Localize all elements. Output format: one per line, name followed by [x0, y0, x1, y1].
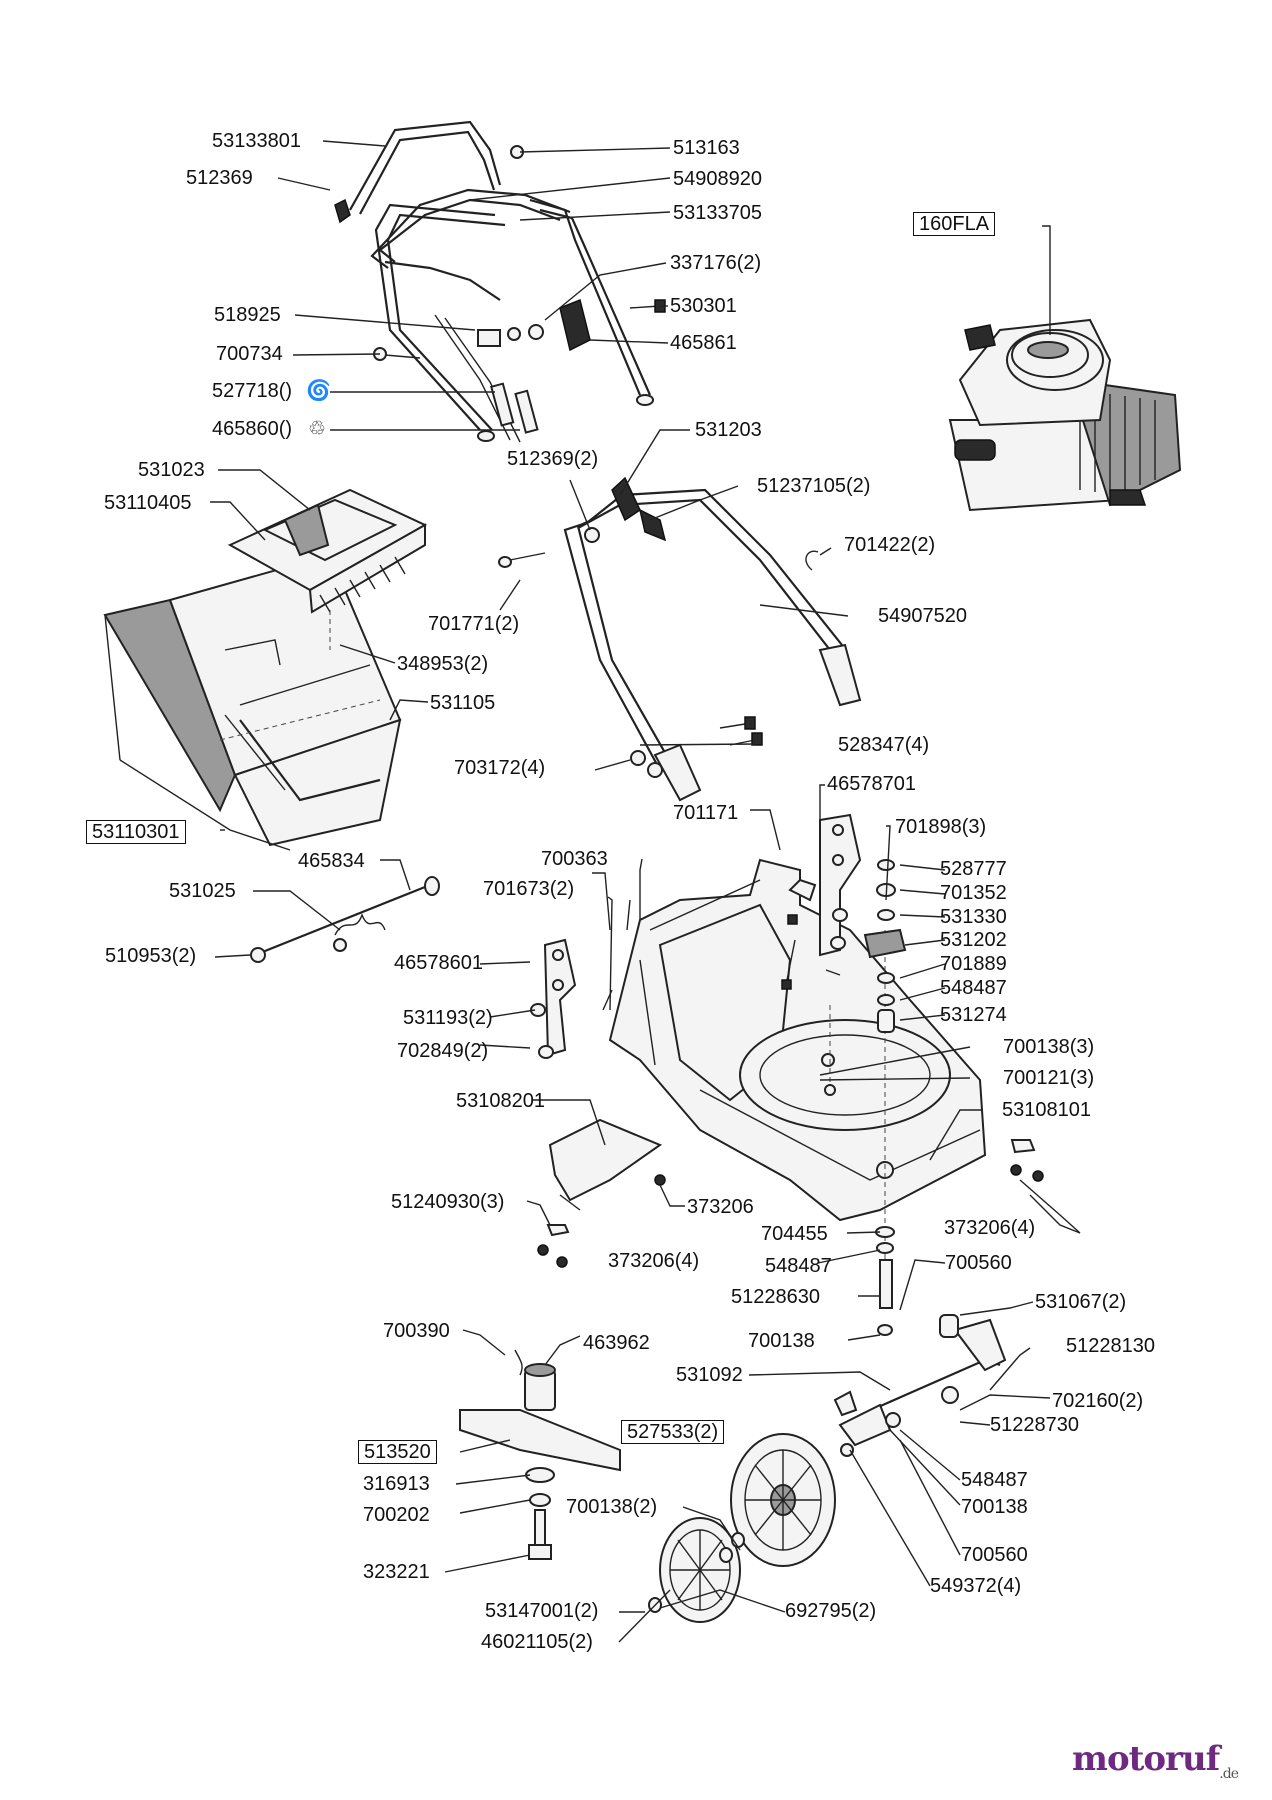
part-label: 528347(4): [838, 734, 930, 756]
part-label: 531193(2): [403, 1007, 493, 1029]
part-label: 700390: [383, 1320, 450, 1342]
part-label: 51237105(2): [757, 475, 871, 497]
part-label: 701889: [940, 953, 1007, 975]
part-label: 53110405: [104, 492, 192, 514]
part-label: 548487: [765, 1255, 832, 1277]
part-label: 531025: [169, 880, 236, 902]
part-label: 700560: [945, 1252, 1012, 1274]
engine-model-label: 160FLA: [913, 212, 996, 236]
part-label: 316913: [363, 1473, 430, 1495]
blade-assembly: [459, 1226, 895, 1560]
part-label: 531274: [940, 1004, 1007, 1026]
mower-deck: [608, 858, 987, 1270]
part-label: 528777: [940, 858, 1007, 880]
part-label: 531203: [695, 419, 762, 441]
part-label: 51228630: [731, 1286, 820, 1308]
part-label: 701422(2): [844, 534, 936, 556]
part-label: 702849(2): [397, 1040, 489, 1062]
part-label: 512369(2): [507, 448, 599, 470]
part-label: 465861: [670, 332, 737, 354]
part-label: 700138: [748, 1330, 815, 1352]
part-label: 692795(2): [785, 1600, 877, 1622]
wheel-assembly-label: 527533(2): [621, 1420, 725, 1444]
part-label: 337176(2): [670, 252, 762, 274]
part-label: 531330: [940, 906, 1007, 928]
blade-label: 513520: [358, 1440, 437, 1464]
leader-lines: [210, 140, 1081, 1643]
part-label: 53108101: [1002, 1099, 1091, 1121]
grass-bag-lid: [227, 488, 428, 650]
part-label: 54908920: [673, 168, 762, 190]
part-label: 701673(2): [483, 878, 575, 900]
part-label: 51228130: [1066, 1335, 1155, 1357]
spring-symbol-icon: 🌀: [306, 380, 331, 402]
part-label: 701352: [940, 882, 1007, 904]
part-label: 46021105(2): [481, 1631, 593, 1653]
throttle-symbol-icon: ♲: [308, 418, 326, 440]
wheel: [648, 1433, 836, 1623]
part-label: 51240930(3): [391, 1191, 505, 1213]
part-label: 510953(2): [105, 945, 197, 967]
part-label: 373206(4): [944, 1217, 1036, 1239]
part-label: 373206(4): [608, 1250, 700, 1272]
part-label: 54907520: [878, 605, 967, 627]
part-label: 704455: [761, 1223, 828, 1245]
upper-handle-bar: [349, 120, 571, 301]
part-label: 531202: [940, 929, 1007, 951]
part-label: 701771(2): [428, 613, 520, 635]
height-adjust-stack: [825, 859, 907, 1033]
part-label: 531067(2): [1035, 1291, 1127, 1313]
handle-tubes: [374, 198, 654, 442]
part-label: 512369: [186, 167, 253, 189]
part-label: 701171: [673, 802, 739, 824]
part-label: 700202: [363, 1504, 430, 1526]
part-label: 700560: [961, 1544, 1028, 1566]
part-label: 700138: [961, 1496, 1028, 1518]
cable-assembly: [434, 314, 539, 443]
part-label: 53147001(2): [485, 1600, 599, 1622]
part-label: 701898(3): [895, 816, 987, 838]
grass-bag: [103, 553, 402, 851]
cable-clip: [507, 298, 591, 352]
part-label: 463962: [583, 1332, 650, 1354]
motoruf-logo[interactable]: motoruf.de: [1072, 1739, 1239, 1782]
part-label: 348953(2): [397, 653, 489, 675]
part-label: 51228730: [990, 1414, 1079, 1436]
part-label: 465834: [298, 850, 365, 872]
part-label: 702160(2): [1052, 1390, 1144, 1412]
logo-suffix: .de: [1219, 1766, 1239, 1782]
part-label: 323221: [363, 1561, 430, 1583]
part-label: 700363: [541, 848, 608, 870]
logo-brand: motoruf: [1072, 1739, 1220, 1780]
part-label: 700734: [216, 343, 283, 365]
part-label: 548487: [961, 1469, 1028, 1491]
part-label: 700121(3): [1003, 1067, 1095, 1089]
part-label: 53108201: [456, 1090, 545, 1112]
part-label: 53133705: [673, 202, 762, 224]
part-label: 53133801: [212, 130, 301, 152]
part-label: 531105: [430, 692, 496, 714]
part-label: 46578601: [394, 952, 483, 974]
part-label: 531092: [676, 1364, 743, 1386]
part-label: 527718(): [212, 380, 293, 402]
part-label: 530301: [670, 295, 737, 317]
part-label: 373206: [687, 1196, 754, 1218]
part-label: 531023: [138, 459, 205, 481]
part-label: 518925: [214, 304, 281, 326]
front-axle: [833, 1314, 1007, 1457]
part-label: 46578701: [827, 773, 916, 795]
lower-handle: [498, 476, 862, 802]
part-label: 700138(2): [566, 1496, 658, 1518]
rear-axle: [250, 876, 440, 963]
grass-bag-assembly-label: 53110301: [86, 820, 186, 844]
part-label: 549372(4): [930, 1575, 1022, 1597]
part-label: 513163: [673, 137, 740, 159]
part-label: 703172(4): [454, 757, 546, 779]
part-label: 548487: [940, 977, 1007, 999]
part-label: 700138(3): [1003, 1036, 1095, 1058]
engine-160FLA: [948, 318, 1182, 512]
deck-brackets: [530, 813, 862, 1059]
part-label: 465860(): [212, 418, 293, 440]
